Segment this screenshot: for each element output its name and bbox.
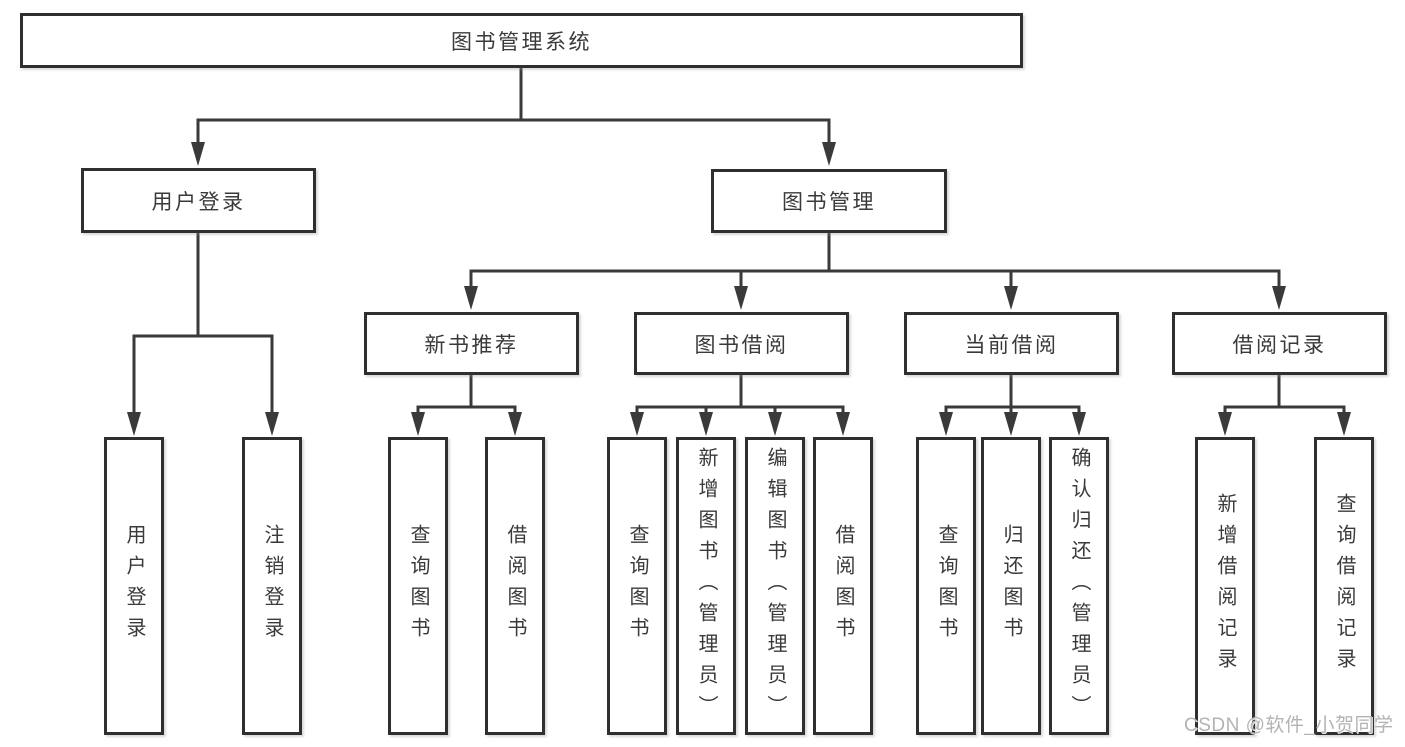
node-label: 查询图书: [935, 524, 957, 648]
arrowhead: [630, 412, 644, 436]
node-borrow-books-borrowing: 借阅图书: [813, 437, 873, 735]
arrowhead: [1218, 412, 1232, 436]
node-confirm-return-admin: 确认归还（管理员）: [1049, 437, 1109, 735]
node-add-books-admin: 新增图书（管理员）: [676, 437, 736, 735]
arrowhead: [1272, 286, 1286, 310]
node-label: 图书借阅: [694, 333, 789, 357]
node-label: 图书管理: [782, 191, 876, 214]
node-label: 查询借阅记录: [1333, 493, 1355, 679]
node-label: 借阅图书: [832, 524, 854, 648]
arrowhead: [734, 286, 748, 310]
arrowhead: [464, 286, 478, 310]
arrowhead: [699, 412, 713, 436]
node-new-book-recommendation: 新书推荐: [364, 312, 579, 375]
arrowhead: [127, 412, 141, 436]
node-user-login-leaf: 用户登录: [104, 437, 164, 735]
node-label: 查询图书: [407, 524, 429, 648]
node-label: 用户登录: [123, 524, 145, 648]
arrowhead: [822, 142, 836, 166]
node-query-books-borrowing: 查询图书: [607, 437, 667, 735]
node-label: 用户登录: [151, 190, 246, 214]
arrowhead: [1004, 412, 1018, 436]
node-label: 新增借阅记录: [1214, 493, 1236, 679]
node-label: 归还图书: [1000, 524, 1022, 648]
node-label: 查询图书: [626, 524, 648, 648]
node-add-borrow-record: 新增借阅记录: [1195, 437, 1255, 735]
arrowhead: [265, 412, 279, 436]
node-label: 新书推荐: [424, 333, 519, 357]
csdn-watermark: CSDN @软件_小贺同学: [1184, 715, 1394, 736]
connector-root-to-level2: [191, 66, 836, 166]
arrowhead: [1337, 412, 1351, 436]
arrowhead: [1004, 286, 1018, 310]
arrowhead: [836, 412, 850, 436]
arrowhead: [768, 412, 782, 436]
node-edit-books-admin: 编辑图书（管理员）: [745, 437, 805, 735]
arrowhead: [939, 412, 953, 436]
node-book-borrowing: 图书借阅: [634, 312, 849, 375]
node-label: 图书管理系统: [451, 30, 592, 54]
node-query-borrow-record: 查询借阅记录: [1314, 437, 1374, 735]
connector-current-borrowing-to-children: [939, 373, 1086, 436]
node-label: 新增图书（管理员）: [695, 446, 717, 726]
arrowhead: [1072, 412, 1086, 436]
arrowhead: [508, 412, 522, 436]
node-label: 编辑图书（管理员）: [764, 446, 786, 726]
node-borrow-books-recommend: 借阅图书: [485, 437, 545, 735]
node-return-books: 归还图书: [981, 437, 1041, 735]
arrowhead: [191, 142, 205, 166]
node-book-management: 图书管理: [711, 169, 947, 233]
connector-borrowing-records-to-children: [1218, 373, 1351, 436]
connector-user-login-to-children: [127, 231, 279, 436]
node-borrowing-records: 借阅记录: [1172, 312, 1387, 375]
connector-book-management-to-children: [464, 231, 1286, 310]
node-current-borrowing: 当前借阅: [904, 312, 1119, 375]
node-user-login: 用户登录: [81, 168, 316, 233]
node-library-management-system: 图书管理系统: [20, 13, 1023, 68]
node-label: 借阅图书: [504, 524, 526, 648]
node-label: 借阅记录: [1232, 333, 1327, 357]
node-label: 当前借阅: [964, 333, 1059, 357]
node-label: 确认归还（管理员）: [1068, 446, 1090, 726]
arrowhead: [411, 412, 425, 436]
node-logout-login: 注销登录: [242, 437, 302, 735]
connector-book-borrowing-to-children: [630, 373, 850, 436]
node-query-books-recommend: 查询图书: [388, 437, 448, 735]
node-label: 注销登录: [261, 524, 283, 648]
node-query-books-current: 查询图书: [916, 437, 976, 735]
connector-new-book-recommendation-to-children: [411, 373, 522, 436]
